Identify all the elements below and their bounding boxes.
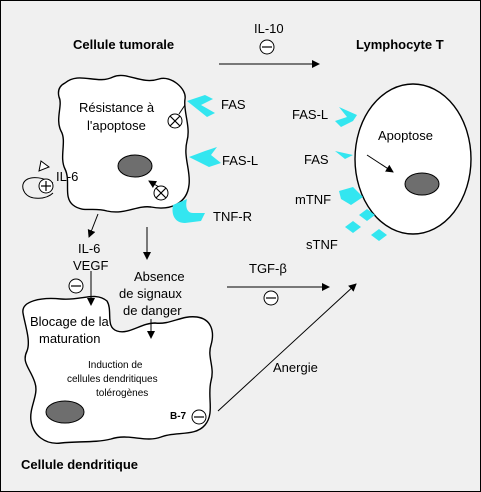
label-mtnf: mTNF <box>295 192 331 207</box>
cross-icon-tnfr <box>153 185 169 201</box>
stnf-molecule-3 <box>371 229 387 241</box>
tumor-cell <box>57 74 191 213</box>
minus-icon-vegf <box>68 278 84 294</box>
tumor-nucleus <box>117 154 153 178</box>
label-cellule-dendritique: Cellule dendritique <box>21 457 138 472</box>
il6-loop-arrow <box>22 177 54 199</box>
il6-loop-head <box>38 160 51 172</box>
mtnf-receptor <box>339 187 363 205</box>
plus-icon-il6 <box>38 178 54 194</box>
label-absence-1: Absence <box>134 269 185 284</box>
dendritic-nucleus <box>45 400 85 424</box>
label-il10: IL-10 <box>254 21 284 36</box>
fasl-receptor-lympho <box>335 107 357 127</box>
fas-receptor-tumor <box>187 95 215 117</box>
stnf-molecule-1 <box>359 209 375 221</box>
label-tgfb: TGF-β <box>249 261 287 276</box>
label-tnfr: TNF-R <box>213 209 252 224</box>
label-blocage-2: maturation <box>39 331 100 346</box>
fas-receptor-lympho <box>335 151 353 159</box>
arrow-apoptose <box>366 154 394 173</box>
label-blocage-1: Blocage de la <box>30 314 110 329</box>
lymphocyte-cell <box>354 83 472 235</box>
label-anergie: Anergie <box>273 360 318 375</box>
minus-icon-il10 <box>259 39 275 55</box>
label-fas-tumor: FAS <box>221 97 246 112</box>
arrow-anergie <box>217 283 357 412</box>
label-absence-3: de danger <box>123 303 182 318</box>
arrow-tnfr-inhib <box>148 180 160 189</box>
minus-icon-tgfb <box>263 290 279 306</box>
label-apoptose: Apoptose <box>378 128 433 143</box>
label-b7: B-7 <box>170 411 187 422</box>
label-cellule-tumorale: Cellule tumorale <box>73 37 174 52</box>
minus-icon-b7 <box>191 409 207 425</box>
label-vegf: VEGF <box>73 258 108 273</box>
label-absence-2: de signaux <box>119 286 182 301</box>
lymphocyte-nucleus <box>404 172 440 196</box>
label-induction-3: tolérogènes <box>96 388 148 399</box>
tnfr-receptor <box>172 199 205 223</box>
label-fas-lympho: FAS <box>304 152 329 167</box>
arrow-to-il6 <box>87 213 99 238</box>
label-induction-1: Induction de <box>88 360 143 371</box>
label-stnf: sTNF <box>306 237 338 252</box>
label-resistance-2: l'apoptose <box>87 118 146 133</box>
label-resistance-1: Résistance à <box>79 100 155 115</box>
label-il6: IL-6 <box>78 241 100 256</box>
fasl-receptor-tumor <box>189 147 221 167</box>
label-il6-loop: IL-6 <box>56 169 78 184</box>
arrow-resistance-inhib <box>178 104 186 115</box>
cross-icon-resistance <box>167 113 183 129</box>
stnf-molecule-2 <box>345 221 361 233</box>
label-lymphocyte-t: Lymphocyte T <box>356 37 444 52</box>
label-fasl-tumor: FAS-L <box>222 153 258 168</box>
label-fasl-lympho: FAS-L <box>292 107 328 122</box>
label-induction-2: cellules dendritiques <box>67 374 158 385</box>
